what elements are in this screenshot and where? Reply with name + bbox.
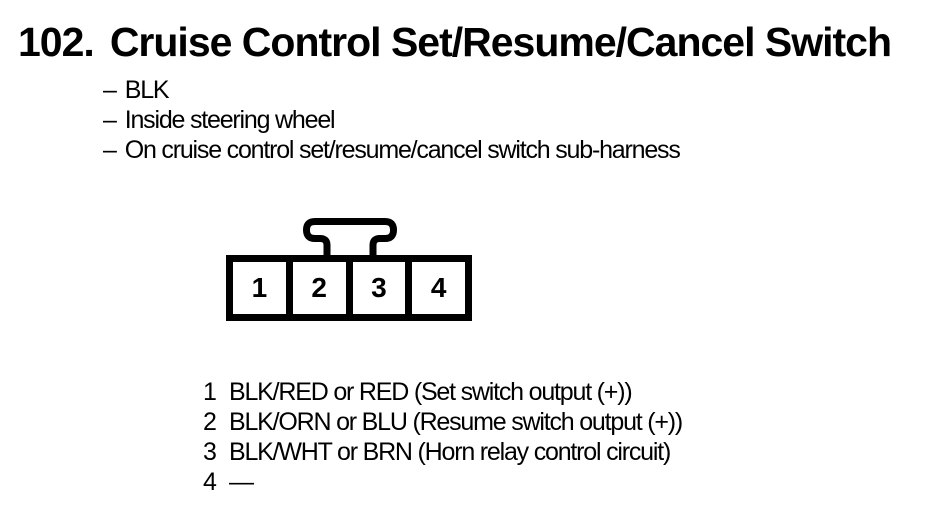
pin-number: 2: [203, 408, 217, 436]
pinout-list: 1 BLK/RED or RED (Set switch output (+))…: [203, 377, 683, 497]
connector-body: 1 2 3 4: [226, 255, 472, 321]
connector-pin-cell-3: 3: [345, 262, 406, 314]
note-text: On cruise control set/resume/cancel swit…: [124, 136, 681, 164]
pin-number: 1: [203, 378, 217, 406]
pinout-row: 4 —: [203, 467, 682, 497]
pin-description: —: [229, 468, 254, 496]
pinout-row: 3 BLK/WHT or BRN (Horn relay control cir…: [203, 437, 682, 467]
dash-marker: –: [103, 136, 117, 164]
pin-description: BLK/RED or RED (Set switch output (+)): [229, 378, 633, 406]
note-harness: – On cruise control set/resume/cancel sw…: [103, 135, 681, 165]
section-title: Cruise Control Set/Resume/Cancel Switch: [109, 19, 892, 65]
note-text: Inside steering wheel: [124, 106, 336, 134]
pinout-row: 2 BLK/ORN or BLU (Resume switch output (…: [203, 407, 683, 437]
note-location: – Inside steering wheel: [103, 105, 680, 135]
pin-description: BLK/WHT or BRN (Horn relay control circu…: [229, 438, 671, 466]
connector-pin-cell-1: 1: [251, 272, 268, 303]
pin-number: 3: [203, 438, 217, 466]
connector-pin-cell-4: 4: [405, 262, 465, 314]
dash-marker: –: [103, 76, 117, 104]
note-text: BLK: [124, 76, 170, 104]
notes-list: – BLK – Inside steering wheel – On cruis…: [103, 75, 681, 165]
pin-number: 4: [203, 468, 217, 496]
page-title: 102. Cruise Control Set/Resume/Cancel Sw…: [18, 19, 892, 65]
connector-pin-cell-2: 2: [285, 262, 346, 314]
pinout-row: 1 BLK/RED or RED (Set switch output (+)): [203, 377, 682, 407]
dash-marker: –: [103, 106, 117, 134]
connector-latch: [303, 218, 397, 259]
pin-description: BLK/ORN or BLU (Resume switch output (+)…: [229, 408, 683, 436]
section-number: 102.: [18, 19, 95, 65]
note-wire-color: – BLK: [103, 75, 680, 105]
